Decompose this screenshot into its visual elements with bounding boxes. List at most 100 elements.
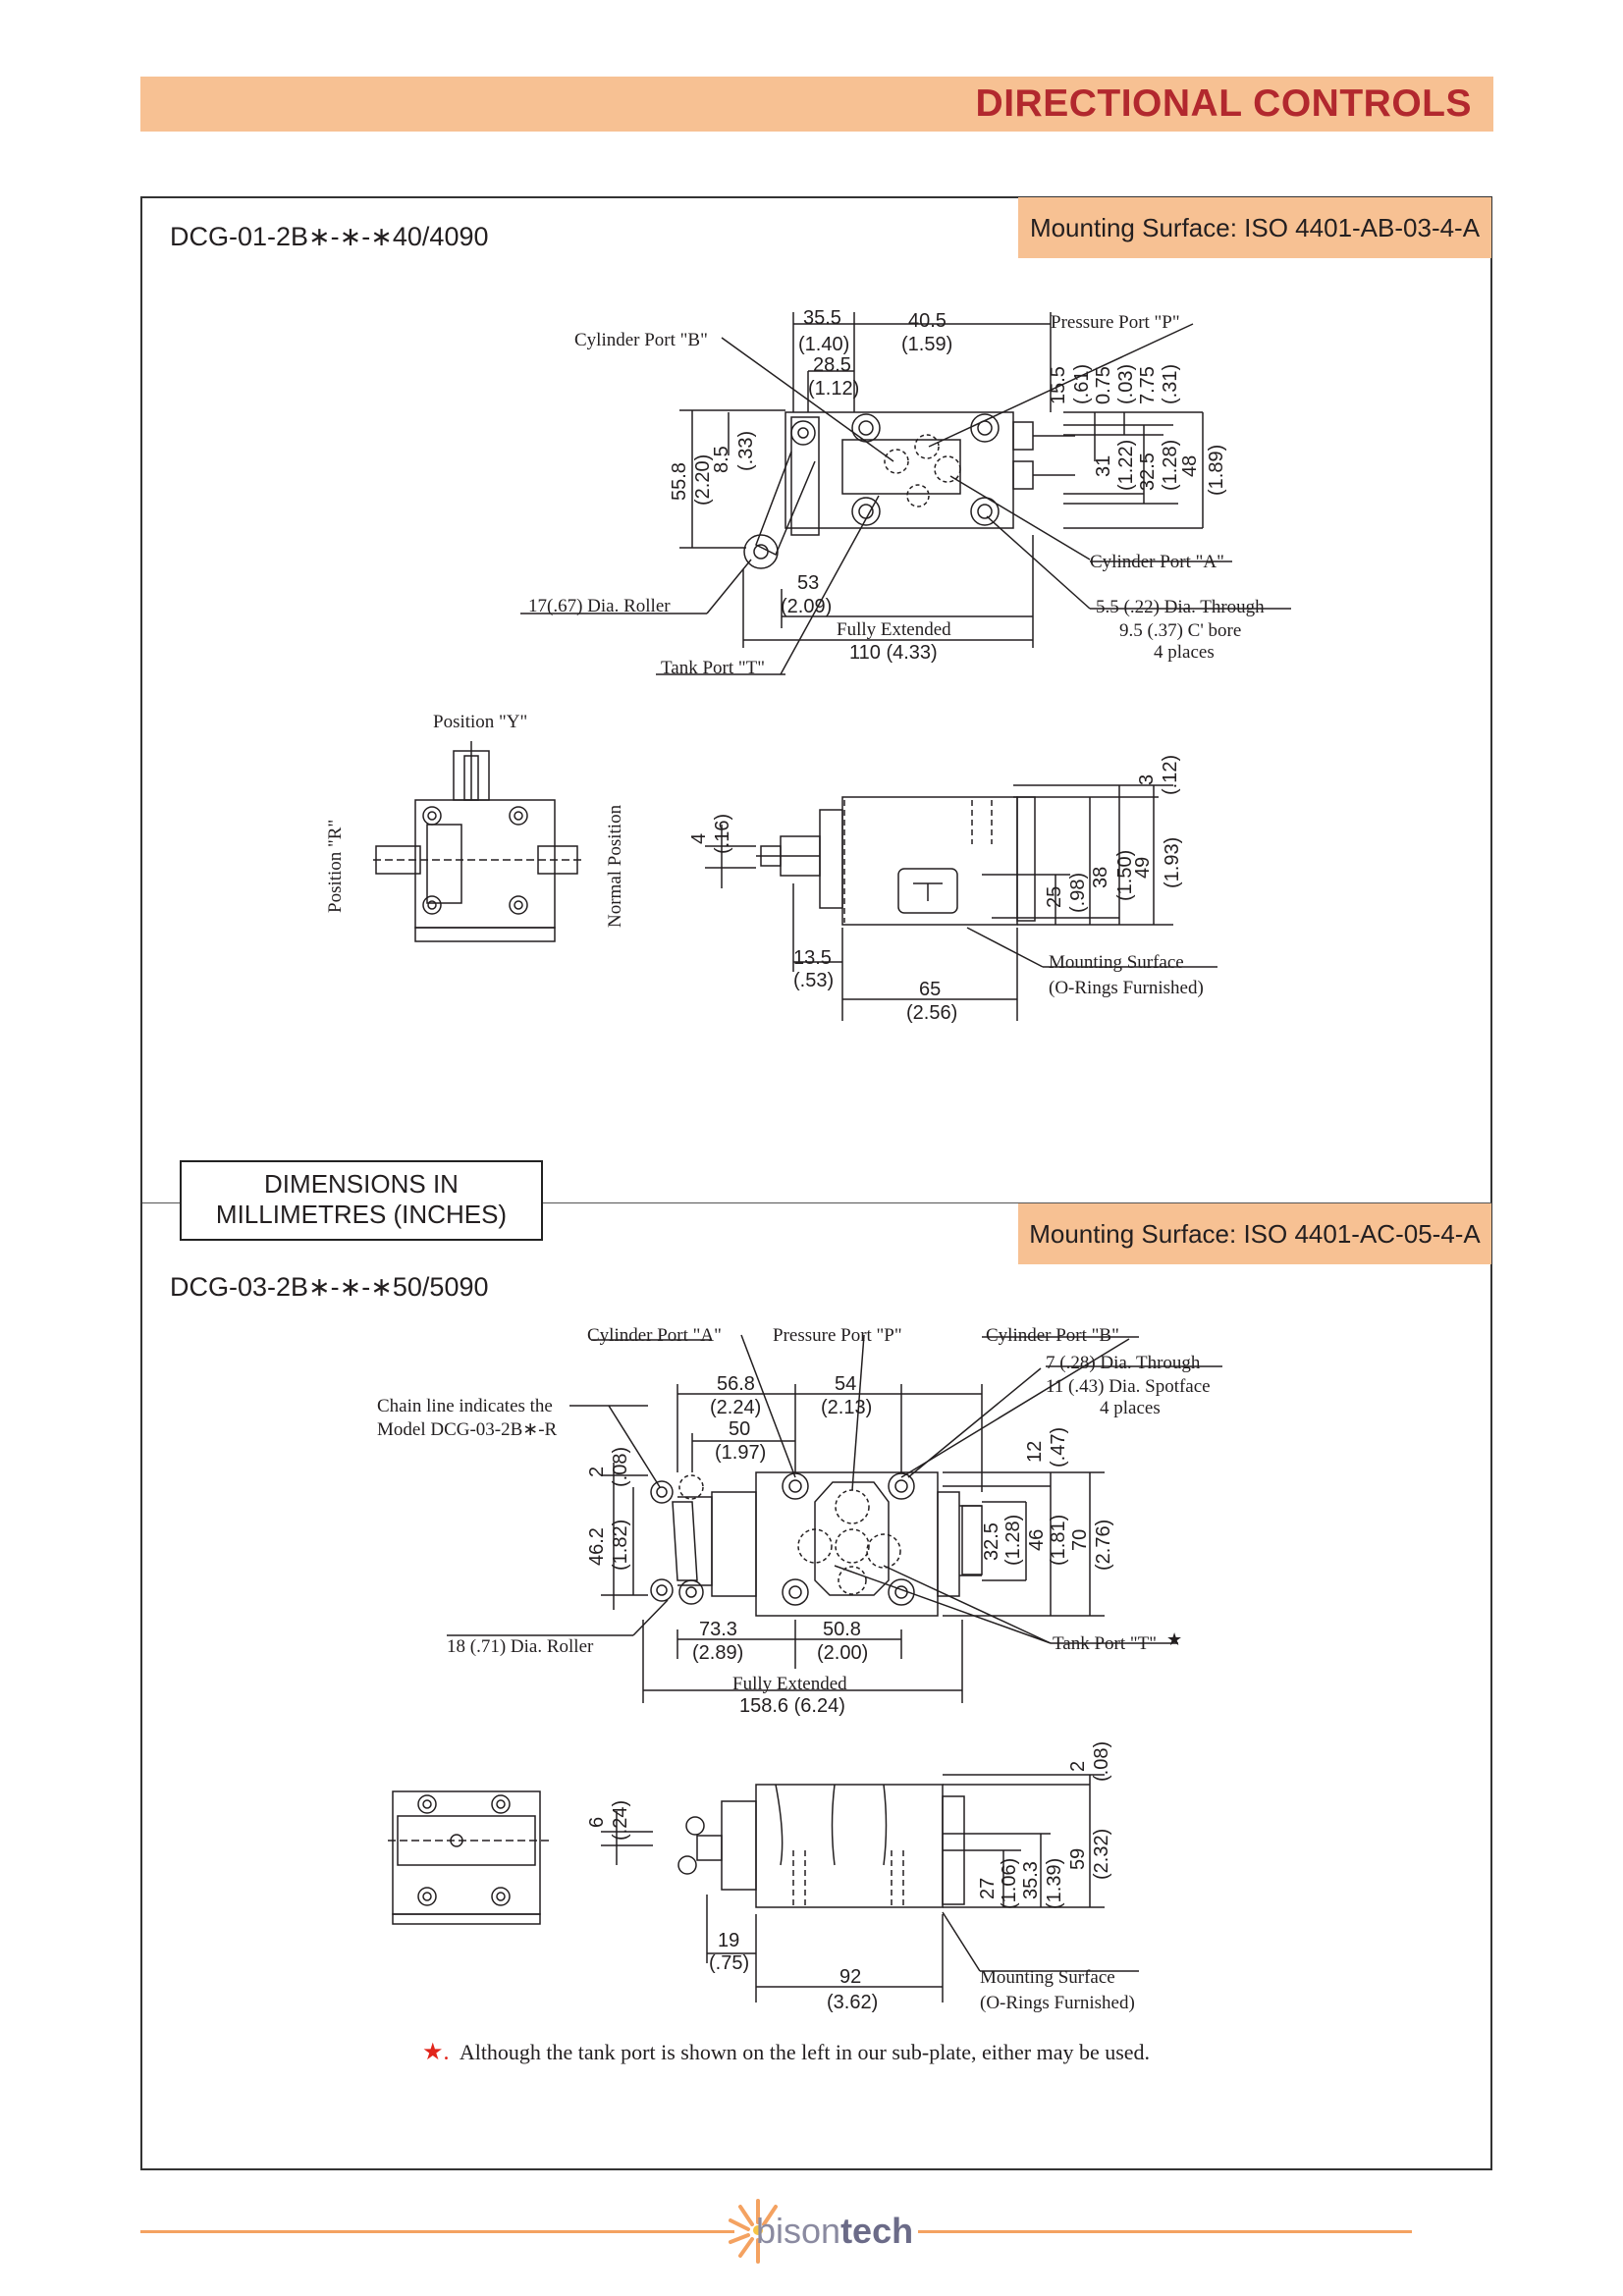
dim-32-5: 32.5 [1137, 453, 1159, 491]
dim-92: 92 [839, 1966, 861, 1988]
dim-50-8: 50.8 [823, 1619, 861, 1640]
dim-19: 19 [718, 1930, 739, 1951]
dim-2b: 2 [1067, 1761, 1089, 1772]
units-line-1: DIMENSIONS IN [264, 1169, 459, 1199]
bison-tech-logo [729, 2199, 778, 2264]
label-roller-2: 18 (.71) Dia. Roller [447, 1636, 594, 1657]
label-pressure-p-1: Pressure Port "P" [1051, 312, 1180, 333]
dim-15-5: 15.5 [1048, 366, 1069, 404]
mounting-surface-badge-2: Mounting Surface: ISO 4401-AC-05-4-A [1018, 1203, 1491, 1264]
dim-46-2: 46.2 [586, 1527, 608, 1566]
footer-line-right [918, 2230, 1412, 2233]
dim-1-82: (1.82) [610, 1520, 631, 1571]
content-frame [140, 196, 1492, 2170]
logo-text-a: bison [756, 2211, 841, 2251]
dim-48: 48 [1179, 455, 1201, 477]
dim-54: 54 [835, 1373, 856, 1395]
dim-1-39: (1.39) [1044, 1858, 1065, 1909]
dim-2-56: (2.56) [906, 1002, 957, 1024]
dim-1-12: (1.12) [808, 378, 859, 400]
dim-0-08b: (.08) [1091, 1741, 1112, 1782]
dim-158-6: 158.6 (6.24) [739, 1695, 845, 1717]
dim-38: 38 [1090, 867, 1111, 888]
label-fully-extended-1: Fully Extended [837, 619, 951, 640]
label-spotface-2: 11 (.43) Dia. Spotface [1046, 1376, 1211, 1397]
dim-53: 53 [797, 572, 819, 594]
dim-2a: 2 [586, 1467, 608, 1477]
dim-55-8: 55.8 [669, 462, 690, 501]
dim-13-5: 13.5 [793, 947, 832, 969]
section-divider [142, 1202, 1491, 1203]
dim-1-93: (1.93) [1162, 837, 1183, 888]
label-cyl-b-1: Cylinder Port "B" [574, 330, 708, 350]
logo-text-b: tech [840, 2211, 914, 2251]
dim-56-8: 56.8 [717, 1373, 755, 1395]
mounting-surface-badge-1: Mounting Surface: ISO 4401-AB-03-4-A [1018, 197, 1491, 258]
dim-1-97: (1.97) [715, 1442, 766, 1464]
dim-0-75: 0.75 [1093, 366, 1114, 404]
dim-2-20: (2.20) [692, 454, 714, 506]
dim-25: 25 [1044, 886, 1065, 908]
dim-0-12: (.12) [1160, 755, 1181, 795]
label-position-r: Position "R" [325, 820, 346, 913]
dim-0-98: (.98) [1067, 873, 1089, 913]
dim-0-75b: (.75) [709, 1952, 749, 1974]
dim-32-5b: 32.5 [981, 1522, 1002, 1561]
page-title: DIRECTIONAL CONTROLS [975, 82, 1472, 125]
dim-3-62: (3.62) [827, 1992, 878, 2013]
dim-1-89: (1.89) [1206, 445, 1227, 496]
dim-0-03: (.03) [1115, 364, 1137, 404]
dim-1-28: (1.28) [1160, 440, 1181, 491]
dim-0-16: (.16) [712, 814, 733, 854]
note-text: Although the tank port is shown on the l… [459, 2040, 1151, 2064]
label-cyl-a-2: Cylinder Port "A" [587, 1325, 722, 1346]
units-line-2: MILLIMETRES (INCHES) [215, 1200, 508, 1229]
dim-46: 46 [1026, 1529, 1048, 1551]
label-places-2: 4 places [1100, 1398, 1161, 1418]
dim-1-28b: (1.28) [1002, 1515, 1024, 1566]
model-label-dcg03: DCG-03-2B∗-∗-∗50/5090 [170, 1272, 489, 1302]
dim-0-47: (.47) [1048, 1427, 1069, 1468]
label-cyl-a-1: Cylinder Port "A" [1090, 552, 1224, 572]
dim-2-89: (2.89) [692, 1642, 743, 1664]
dim-40-5: 40.5 [908, 310, 947, 332]
dim-27: 27 [977, 1878, 999, 1899]
dim-2-24: (2.24) [710, 1397, 761, 1418]
dim-0-08a: (.08) [610, 1447, 631, 1487]
dim-7-75: 7.75 [1137, 366, 1159, 404]
dim-0-33: (.33) [735, 431, 757, 471]
dim-1-22: (1.22) [1115, 440, 1137, 491]
dim-2-09: (2.09) [781, 596, 832, 617]
label-places-1: 4 places [1154, 642, 1215, 663]
label-cyl-b-2: Cylinder Port "B" [986, 1325, 1119, 1346]
note-star-icon: ★. [422, 2040, 450, 2065]
dim-6: 6 [586, 1817, 608, 1828]
dcg03-drawing: Cylinder Port "A" Pressure Port "P" Cyli… [377, 1325, 1222, 2013]
dim-2-13: (2.13) [821, 1397, 872, 1418]
dim-31: 31 [1093, 455, 1114, 477]
model-label-dcg01: DCG-01-2B∗-∗-∗40/4090 [170, 222, 489, 251]
dim-1-81: (1.81) [1048, 1515, 1069, 1566]
dim-1-40: (1.40) [798, 334, 849, 355]
dim-73-3: 73.3 [699, 1619, 737, 1640]
dim-0-31: (.31) [1160, 364, 1181, 404]
dim-59: 59 [1067, 1848, 1089, 1870]
dim-8-5: 8.5 [711, 446, 732, 473]
dim-1-50: (1.50) [1114, 850, 1136, 901]
header-bar: DIRECTIONAL CONTROLS [140, 77, 1493, 132]
label-normal-position: Normal Position [605, 804, 625, 928]
dim-70: 70 [1069, 1529, 1091, 1551]
logo-text: bisontech [756, 2211, 913, 2252]
dim-0-61: (.61) [1071, 364, 1093, 404]
dim-28-5: 28.5 [813, 354, 851, 376]
dim-2-32: (2.32) [1091, 1829, 1112, 1880]
label-fully-extended-2: Fully Extended [732, 1674, 847, 1694]
tank-port-note: ★. Although the tank port is shown on th… [422, 2038, 1150, 2066]
label-mount-surface-1: Mounting Surface [1049, 952, 1184, 973]
dim-1-06: (1.06) [999, 1858, 1020, 1909]
label-through-2: 7 (.28) Dia. Through [1046, 1353, 1201, 1373]
dim-1-59: (1.59) [901, 334, 952, 355]
label-orings-1: (O-Rings Furnished) [1049, 978, 1204, 998]
dim-110: 110 (4.33) [849, 642, 938, 664]
label-roller-1: 17(.67) Dia. Roller [528, 596, 671, 616]
